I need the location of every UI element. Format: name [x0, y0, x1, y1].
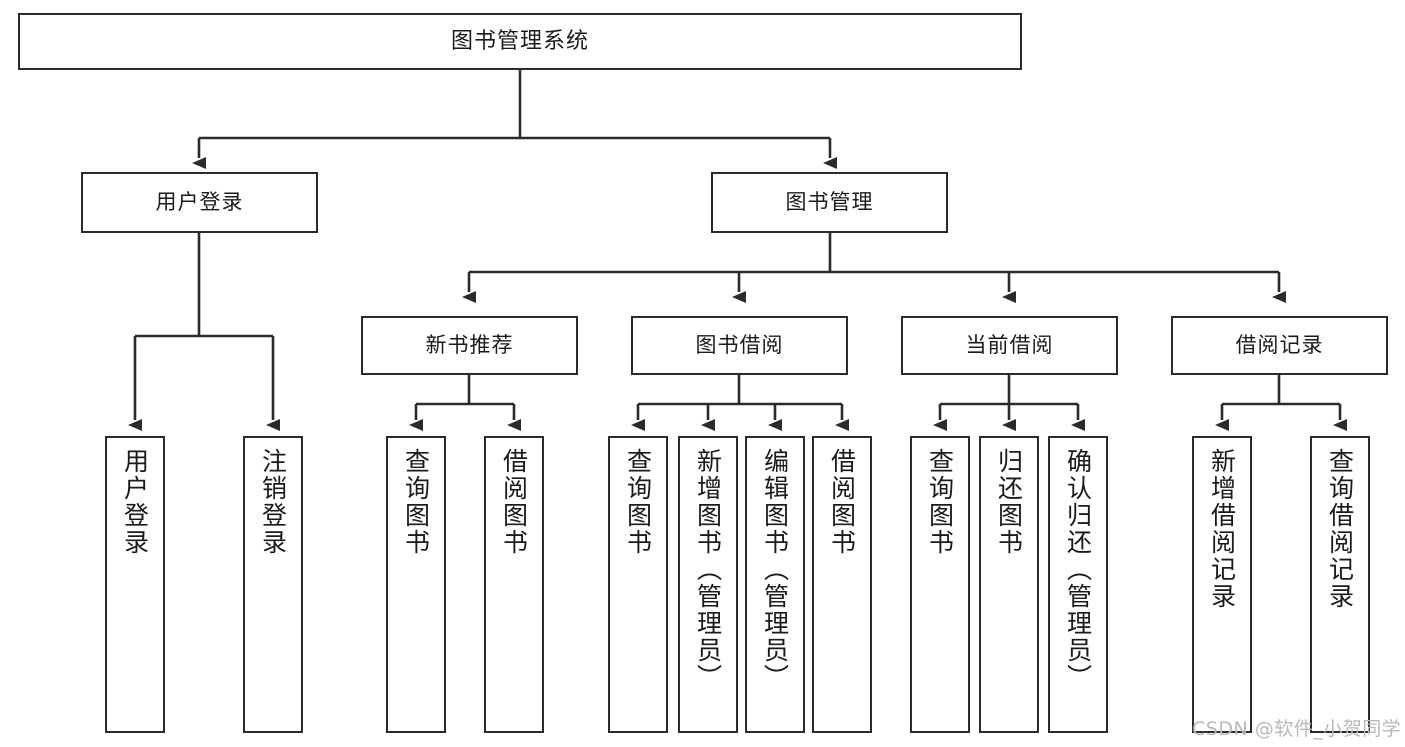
leaf-logout[interactable]: 注销登录: [243, 436, 303, 733]
leaf-add-book-admin[interactable]: 新增图书（管理员）: [678, 436, 738, 733]
node-label: 确认归还（管理员）: [1063, 448, 1093, 691]
leaf-edit-book-admin[interactable]: 编辑图书（管理员）: [745, 436, 805, 733]
node-label: 图书借阅: [695, 333, 784, 358]
node-book-management[interactable]: 图书管理: [711, 172, 948, 233]
node-label: 借阅图书: [499, 448, 529, 556]
node-user-login[interactable]: 用户登录: [81, 172, 318, 233]
node-label: 借阅记录: [1235, 333, 1324, 358]
leaf-borrow-book-recommend[interactable]: 借阅图书: [484, 436, 544, 733]
node-current-borrow[interactable]: 当前借阅: [901, 316, 1118, 375]
node-root-system[interactable]: 图书管理系统: [18, 13, 1022, 70]
leaf-user-login[interactable]: 用户登录: [105, 436, 165, 733]
node-label: 用户登录: [155, 190, 244, 215]
leaf-query-borrow-record[interactable]: 查询借阅记录: [1310, 436, 1370, 733]
node-label: 查询借阅记录: [1325, 448, 1355, 610]
leaf-query-book-current[interactable]: 查询图书: [910, 436, 970, 733]
leaf-query-book-borrow[interactable]: 查询图书: [608, 436, 668, 733]
node-label: 查询图书: [925, 448, 955, 556]
node-label: 新增借阅记录: [1207, 448, 1237, 610]
node-new-book-recommend[interactable]: 新书推荐: [361, 316, 578, 375]
node-label: 用户登录: [120, 448, 150, 556]
node-label: 查询图书: [401, 448, 431, 556]
node-label: 图书管理: [785, 190, 874, 215]
node-label: 当前借阅: [965, 333, 1054, 358]
node-label: 注销登录: [258, 448, 288, 556]
node-label: 归还图书: [994, 448, 1024, 556]
node-label: 借阅图书: [827, 448, 857, 556]
leaf-borrow-book[interactable]: 借阅图书: [812, 436, 872, 733]
node-label: 新书推荐: [425, 333, 514, 358]
node-label: 新增图书（管理员）: [693, 448, 723, 691]
node-borrow-record[interactable]: 借阅记录: [1171, 316, 1388, 375]
csdn-watermark: CSDN @软件_小贺同学: [1192, 718, 1402, 740]
node-label: 图书管理系统: [450, 28, 589, 54]
node-book-borrow[interactable]: 图书借阅: [631, 316, 848, 375]
leaf-add-borrow-record[interactable]: 新增借阅记录: [1192, 436, 1252, 733]
node-label: 查询图书: [623, 448, 653, 556]
leaf-confirm-return-admin[interactable]: 确认归还（管理员）: [1048, 436, 1108, 733]
leaf-return-book[interactable]: 归还图书: [979, 436, 1039, 733]
node-label: 编辑图书（管理员）: [760, 448, 790, 691]
leaf-query-book-recommend[interactable]: 查询图书: [386, 436, 446, 733]
